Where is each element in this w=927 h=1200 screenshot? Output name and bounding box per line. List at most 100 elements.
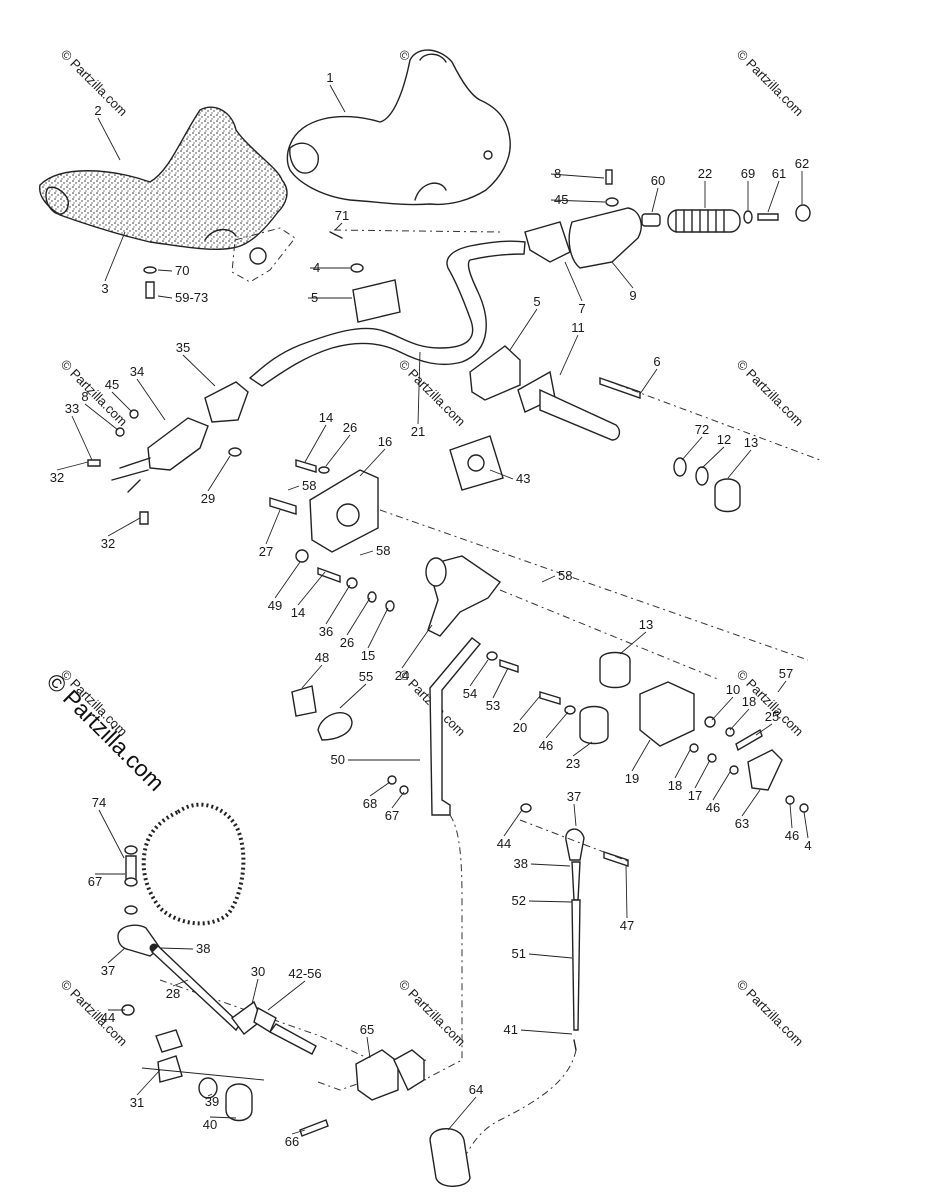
clamp-5-upper [352, 279, 401, 323]
nut-44-upper [520, 803, 532, 813]
callout-label-32: 32 [101, 536, 115, 551]
callout-leader-line [777, 680, 787, 693]
watermark: © Partzilla.com [734, 47, 807, 120]
screw-14-lower [317, 567, 341, 583]
callout-leader-line [304, 424, 327, 463]
callout-leader-line [711, 696, 734, 721]
callout-label-52: 52 [512, 893, 526, 908]
callout-leader-line [489, 469, 514, 480]
callout-label-38: 38 [196, 941, 210, 956]
callout-label-11: 11 [571, 320, 585, 335]
callout-leader-line [291, 1129, 306, 1135]
callout-leader-line [712, 771, 731, 801]
callout-leader-line [674, 749, 691, 779]
screw-32-lower [139, 511, 149, 525]
cable-41-end [573, 1039, 577, 1051]
watermark: © Partzilla.com [396, 977, 469, 1050]
washer-46-right [729, 765, 739, 775]
callout-label-2: 2 [94, 103, 101, 118]
callout-label-58: 58 [376, 543, 390, 558]
axis-line-upper [599, 377, 821, 461]
callout-label-33: 33 [65, 401, 79, 416]
cable-41 [461, 1049, 577, 1161]
callout-leader-line [545, 711, 569, 739]
callout-leader-line [172, 979, 189, 987]
washer-26-upper [318, 466, 330, 474]
callout-leader-line [520, 1029, 573, 1035]
clamp-55 [317, 712, 353, 741]
callout-label-42-56: 42-56 [288, 966, 321, 981]
callout-label-46: 46 [706, 800, 720, 815]
callout-label-9: 9 [629, 288, 636, 303]
callout-label-71: 71 [335, 208, 349, 223]
bushing-40 [225, 1083, 253, 1122]
screw-59-73 [145, 281, 155, 299]
grip-ribs [675, 209, 725, 233]
callout-leader-line [651, 187, 659, 213]
callout-label-63: 63 [735, 816, 749, 831]
washer-46-mid [564, 705, 576, 715]
watermark: © Partzilla.com [734, 977, 807, 1050]
pad-outline-hole [249, 247, 267, 265]
callout-leader-line [519, 695, 541, 721]
callout-leader-line [741, 789, 761, 817]
callout-leader-line [251, 978, 259, 1005]
washer-70 [143, 266, 157, 274]
callout-label-22: 22 [698, 166, 712, 181]
steering-stem-11 [539, 388, 621, 441]
nut-4-lower [799, 803, 809, 813]
screw-32-upper [87, 459, 101, 467]
bracket-19 [639, 681, 695, 747]
axis-line-66 [317, 1059, 427, 1091]
watermark: © Partzilla.com [396, 357, 469, 430]
callout-label-43: 43 [516, 471, 530, 486]
callout-label-26: 26 [343, 420, 357, 435]
callout-label-25: 25 [765, 709, 779, 724]
jet-nozzle-outline [141, 802, 246, 926]
callout-label-13: 13 [639, 617, 653, 632]
callout-leader-line [550, 173, 605, 179]
washer-18-lower [689, 743, 699, 753]
grip-flange-7 [524, 221, 571, 263]
callout-leader-line [391, 791, 405, 809]
bolt-47 [603, 851, 629, 867]
callout-label-8: 8 [81, 389, 88, 404]
callout-leader-line [625, 865, 628, 919]
callout-leader-line [339, 683, 367, 709]
cable-rod-52 [571, 861, 581, 901]
callout-leader-line [346, 597, 371, 636]
callout-label-35: 35 [176, 340, 190, 355]
cable-51 [571, 899, 581, 1031]
callout-label-62: 62 [795, 156, 809, 171]
callout-label-6: 6 [653, 354, 660, 369]
callout-leader-line [619, 631, 647, 655]
bolt-20 [539, 691, 561, 705]
callout-leader-line [572, 741, 593, 757]
ring-39 [198, 1077, 218, 1099]
callout-leader-line [157, 269, 173, 272]
rod-28 [150, 945, 241, 1032]
steering-block-16 [309, 469, 379, 553]
callout-label-4: 4 [804, 838, 811, 853]
callout-label-26: 26 [340, 635, 354, 650]
callout-label-18: 18 [742, 694, 756, 709]
callout-leader-line [573, 803, 577, 827]
callout-leader-line [98, 809, 125, 859]
callout-label-65: 65 [360, 1022, 374, 1037]
screw-71 [329, 231, 343, 239]
group-line-31 [141, 1067, 265, 1081]
callout-leader-line [136, 378, 166, 421]
callout-label-39: 39 [205, 1094, 219, 1109]
callout-leader-line [789, 803, 793, 829]
callout-leader-line [207, 1093, 213, 1097]
axis-line-cover [333, 229, 501, 233]
callout-label-14: 14 [291, 605, 305, 620]
callout-leader-line [541, 575, 556, 583]
ball-joint-37-upper [565, 828, 585, 861]
callout-label-10: 10 [726, 682, 740, 697]
washer-46-lower [785, 795, 795, 805]
callout-leader-line [56, 461, 89, 471]
callout-label-27: 27 [259, 544, 273, 559]
washer-67-upper [399, 785, 409, 795]
axis-line-47 [519, 819, 631, 863]
